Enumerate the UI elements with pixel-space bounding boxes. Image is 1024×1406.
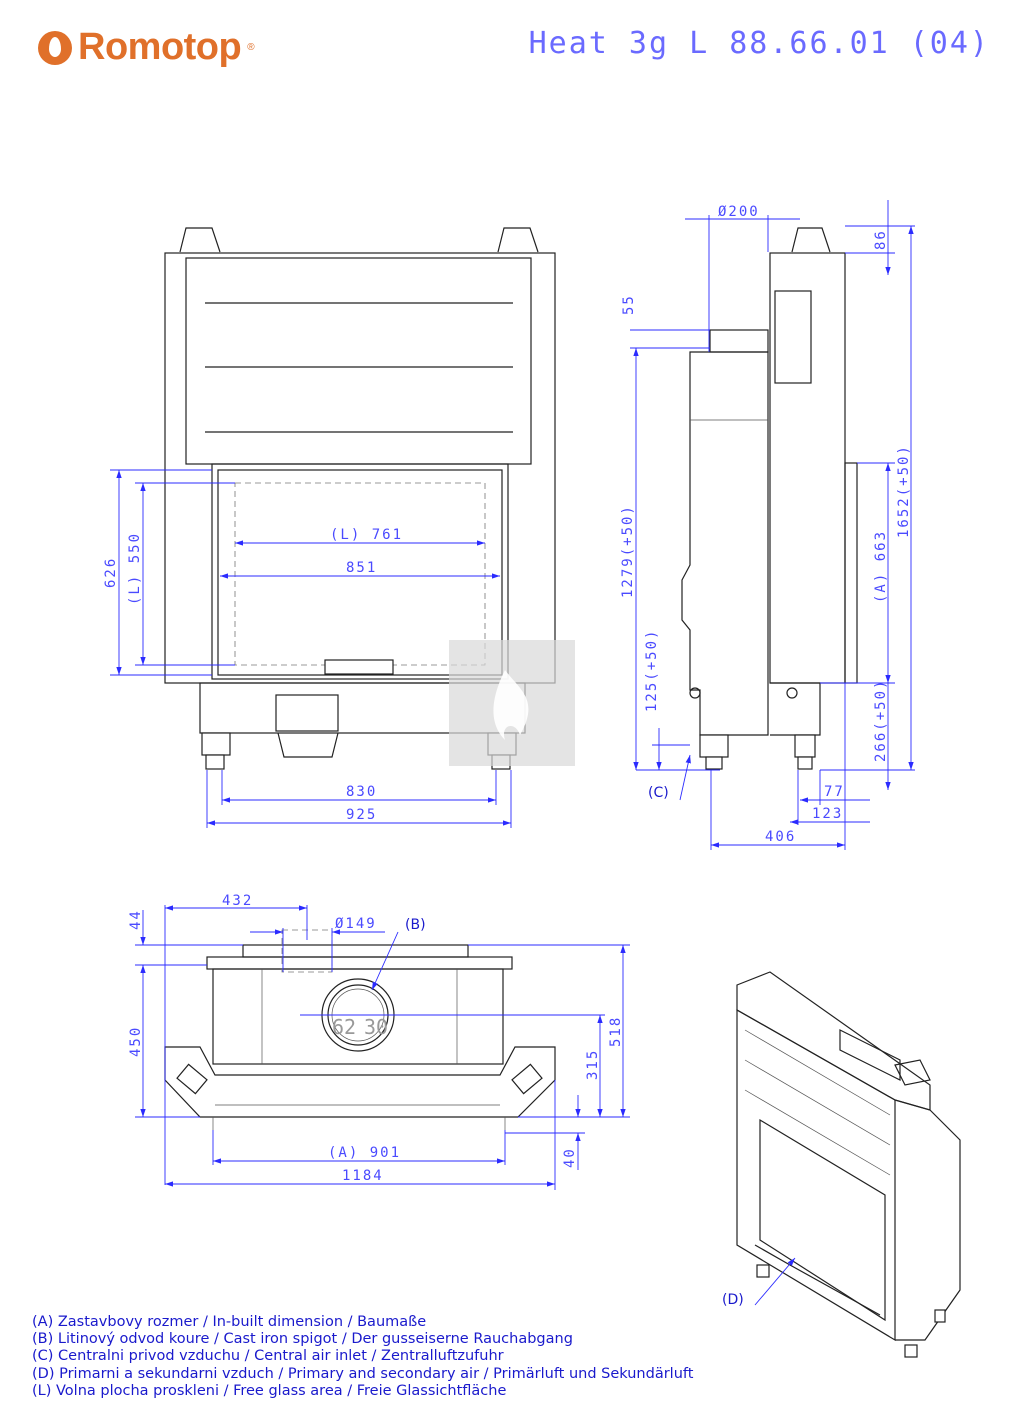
dim-opening-width: 851 — [346, 560, 377, 576]
legend: (A) Zastavbovy rozmer / In-built dimensi… — [32, 1314, 693, 1400]
dim-depth: 406 — [765, 829, 796, 845]
callout-b: (B) — [405, 917, 426, 933]
brand-name: Romotop — [78, 26, 242, 68]
isometric-view: (D) — [722, 971, 961, 1358]
front-view: (L) 761 851 626 (L) 550 830 925 — [103, 227, 575, 828]
dim-inbuilt-height: (A) 663 — [873, 530, 889, 603]
callout-d: (D) — [722, 1292, 744, 1308]
dim-spigot-diameter: Ø149 — [335, 916, 377, 932]
legend-item-c: (C) Centralni privod vzduchu / Central a… — [32, 1348, 504, 1365]
flame-icon — [38, 30, 72, 65]
dim-glass-width: (L) 761 — [330, 527, 403, 543]
dim-foot-depth: 77 — [824, 784, 845, 800]
legend-item-d: (D) Primarni a sekundarni vzduch / Prima… — [32, 1365, 694, 1382]
dim-total-height: 1652(+50) — [896, 444, 912, 538]
dim-flue-height: 55 — [621, 294, 637, 315]
drawing-title: Heat 3g L 88.66.01 (04) — [528, 26, 990, 61]
callout-c: (C) — [648, 785, 669, 801]
dim-flue-back: 44 — [128, 909, 144, 930]
spigot-label-a: 62 — [332, 1015, 356, 1039]
spigot-label-b: 30 — [364, 1015, 388, 1039]
dim-top-offset: 86 — [873, 229, 889, 250]
dim-total-depth: 518 — [608, 1016, 624, 1047]
dim-feet-width: 830 — [346, 784, 377, 800]
dim-opening-height: 626 — [103, 557, 119, 588]
dim-front-offset: 40 — [562, 1147, 578, 1168]
legend-item-l: (L) Volna plocha proskleni / Free glass … — [32, 1382, 507, 1399]
dim-air-inlet-height: 125(+50) — [644, 629, 660, 712]
top-view: 62 30 432 Ø149 (B) 44 450 315 518 40 (A) — [128, 893, 630, 1190]
legend-item-b: (B) Litinový odvod koure / Cast iron spi… — [32, 1331, 573, 1348]
dim-axis-depth: 315 — [585, 1049, 601, 1080]
registered-mark: ® — [247, 42, 255, 53]
dim-flue-axis-height: 1279(+50) — [620, 504, 636, 598]
dim-flue-offset: 432 — [222, 893, 253, 909]
dim-base-depth: 123 — [812, 806, 843, 822]
dim-flue-diameter: Ø200 — [718, 204, 760, 220]
dim-total-width: 1184 — [342, 1168, 384, 1184]
legend-item-a: (A) Zastavbovy rozmer / In-built dimensi… — [32, 1314, 427, 1330]
dim-top-depth: 450 — [128, 1026, 144, 1057]
dim-body-width: 925 — [346, 807, 377, 823]
dim-inbuilt-width: (A) 901 — [328, 1145, 401, 1161]
dim-base-height: 266(+50) — [873, 679, 889, 762]
romotop-logo: Romotop ® — [38, 26, 255, 69]
dim-glass-height: (L) 550 — [127, 532, 143, 605]
side-view: Ø200 86 55 1279(+50) 125(+50) (A) 663 16… — [620, 200, 915, 850]
